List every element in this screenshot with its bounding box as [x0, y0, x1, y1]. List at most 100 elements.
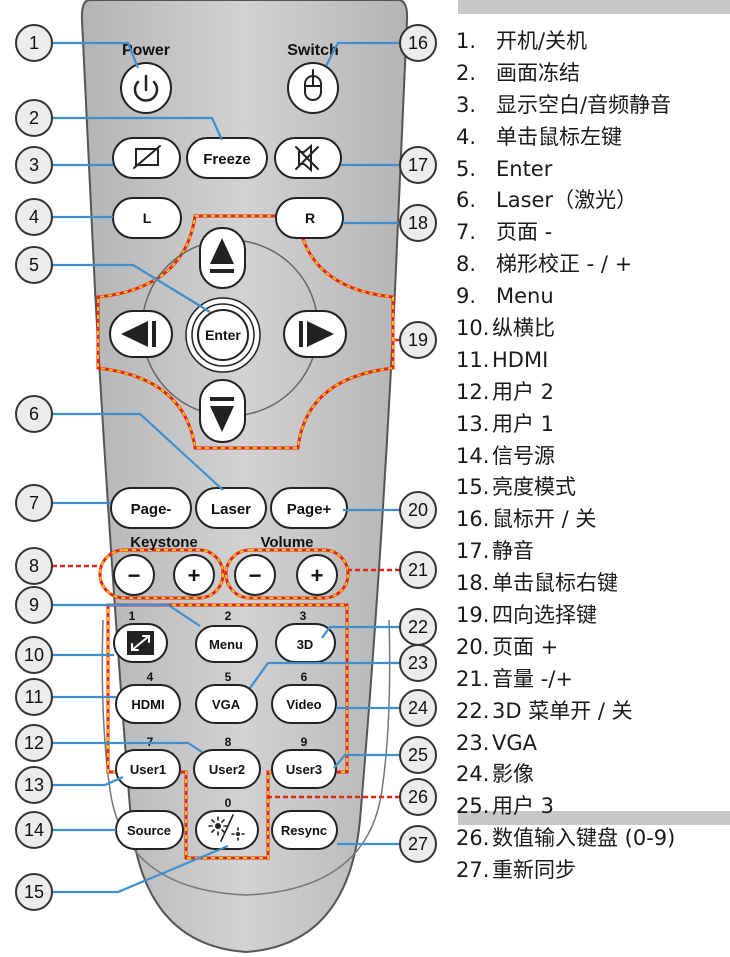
callout-number-20: 20	[408, 500, 428, 520]
callout-number-15: 15	[24, 882, 44, 902]
callout-circle-9	[15, 586, 53, 624]
freeze-button[interactable]	[186, 137, 268, 179]
leader-13	[52, 775, 124, 787]
down-arrow-bar	[210, 397, 234, 401]
callout-circle-25	[399, 736, 437, 774]
up-arrow-icon	[210, 238, 234, 264]
callout-circle-12	[15, 724, 53, 762]
keypad-number-9: 9	[301, 735, 308, 749]
r-button[interactable]	[275, 197, 344, 239]
brightness-mode-button[interactable]	[195, 810, 259, 850]
menu-button[interactable]	[195, 625, 258, 663]
switch-label: Switch	[287, 42, 339, 59]
callout-circle-2	[15, 99, 53, 137]
legend-item-text: 页面 -	[496, 220, 553, 245]
legend-item-number: 7.	[456, 220, 477, 245]
3d-label: 3D	[297, 637, 314, 652]
callout-number-14: 14	[24, 820, 44, 840]
keypad-number-1: 1	[129, 609, 136, 623]
callout-number-22: 22	[408, 617, 428, 637]
legend-item-number: 9.	[456, 284, 477, 309]
legend-item-number: 15.	[456, 475, 490, 500]
keypad-number-5: 5	[225, 670, 232, 684]
right-arrow-icon	[307, 321, 334, 347]
legend-item: 6.Laser（激光）	[456, 185, 675, 217]
callout-circle-4	[15, 198, 53, 236]
volume-minus-label: −	[249, 563, 262, 588]
page-plus-button[interactable]	[270, 487, 348, 529]
l-label: L	[143, 210, 152, 226]
menu-label: Menu	[209, 637, 243, 652]
legend-item: 18.单击鼠标右键	[456, 568, 675, 600]
legend-item: 26.数值输入键盘 (0-9)	[456, 823, 675, 855]
user2-label: User2	[209, 762, 245, 777]
legend-item-text: 亮度模式	[492, 475, 576, 500]
legend-item-number: 23.	[456, 730, 490, 755]
switch-button[interactable]	[287, 62, 339, 114]
button-labels: Power Switch Freeze L R Enter Page- Lase…	[122, 42, 339, 838]
dpad-highlight	[96, 214, 395, 450]
resync-button[interactable]	[271, 810, 338, 850]
legend-item-number: 21.	[456, 666, 490, 691]
hdmi-button[interactable]	[115, 684, 181, 724]
callout-number-25: 25	[408, 745, 428, 765]
legend-item: 10.纵横比	[456, 313, 675, 345]
legend-item: 21.音量 -/+	[456, 664, 675, 696]
power-icon	[133, 74, 159, 102]
r-label: R	[305, 210, 315, 226]
legend-item-text: 页面 +	[492, 634, 559, 659]
keypad-number-0: 0	[225, 796, 232, 810]
legend-item-number: 3.	[456, 92, 477, 117]
callout-circle-21	[399, 551, 437, 589]
callout-circle-20	[399, 491, 437, 529]
callout-number-1: 1	[29, 33, 39, 53]
leader-22	[321, 625, 400, 639]
laser-button[interactable]	[195, 487, 267, 529]
down-arrow-icon	[210, 406, 234, 432]
leader-9	[52, 603, 201, 627]
legend-item: 24.影像	[456, 759, 675, 791]
keystone-plus-label: +	[188, 563, 201, 588]
volume-minus-button[interactable]	[234, 554, 276, 596]
callout-number-11: 11	[25, 687, 44, 707]
callout-number-27: 27	[408, 834, 428, 854]
right-arrow-bar	[299, 321, 303, 347]
user2-button[interactable]	[193, 749, 261, 789]
legend-item-text: 单击鼠标左键	[496, 124, 622, 149]
legend-item-number: 17.	[456, 539, 490, 564]
callout-circle-19	[399, 321, 437, 359]
callout-circle-5	[15, 246, 53, 284]
legend-item-number: 10.	[456, 316, 490, 341]
enter-button[interactable]	[197, 309, 249, 361]
legend-item-number: 8.	[456, 252, 477, 277]
user3-button[interactable]	[271, 749, 337, 789]
callout-circle-15	[15, 873, 53, 911]
legend-item-text: 纵横比	[492, 316, 555, 341]
callout-numbers: 1 2 3 4 5 6 7 8 9 10 11 12 13 14 15 16 1…	[24, 33, 428, 902]
video-button[interactable]	[271, 684, 337, 724]
callout-circle-1	[15, 24, 53, 62]
legend-item-text: Enter	[496, 156, 553, 181]
vga-button[interactable]	[195, 684, 258, 724]
keypad-number-3: 3	[300, 609, 307, 623]
legend-item: 8.梯形校正 - / +	[456, 249, 675, 281]
leader-6	[52, 412, 224, 491]
left-arrow-icon	[121, 321, 148, 347]
page-plus-label: Page+	[287, 501, 332, 518]
callout-number-3: 3	[29, 155, 39, 175]
keypad-number-6: 6	[301, 670, 308, 684]
callout-circle-23	[399, 644, 437, 682]
keystone-minus-button[interactable]	[113, 554, 155, 596]
resync-label: Resync	[281, 823, 327, 838]
callout-number-13: 13	[24, 775, 44, 795]
remote-bottom-contour	[101, 619, 391, 896]
legend-item-text: Laser（激光）	[496, 188, 638, 213]
keystone-plus-button[interactable]	[173, 554, 215, 596]
callout-number-5: 5	[29, 255, 39, 275]
user1-button[interactable]	[115, 749, 181, 789]
volume-plus-button[interactable]	[296, 554, 338, 596]
legend-item-number: 26.	[456, 826, 490, 851]
legend-item-number: 18.	[456, 571, 490, 596]
page-minus-button[interactable]	[110, 487, 192, 529]
